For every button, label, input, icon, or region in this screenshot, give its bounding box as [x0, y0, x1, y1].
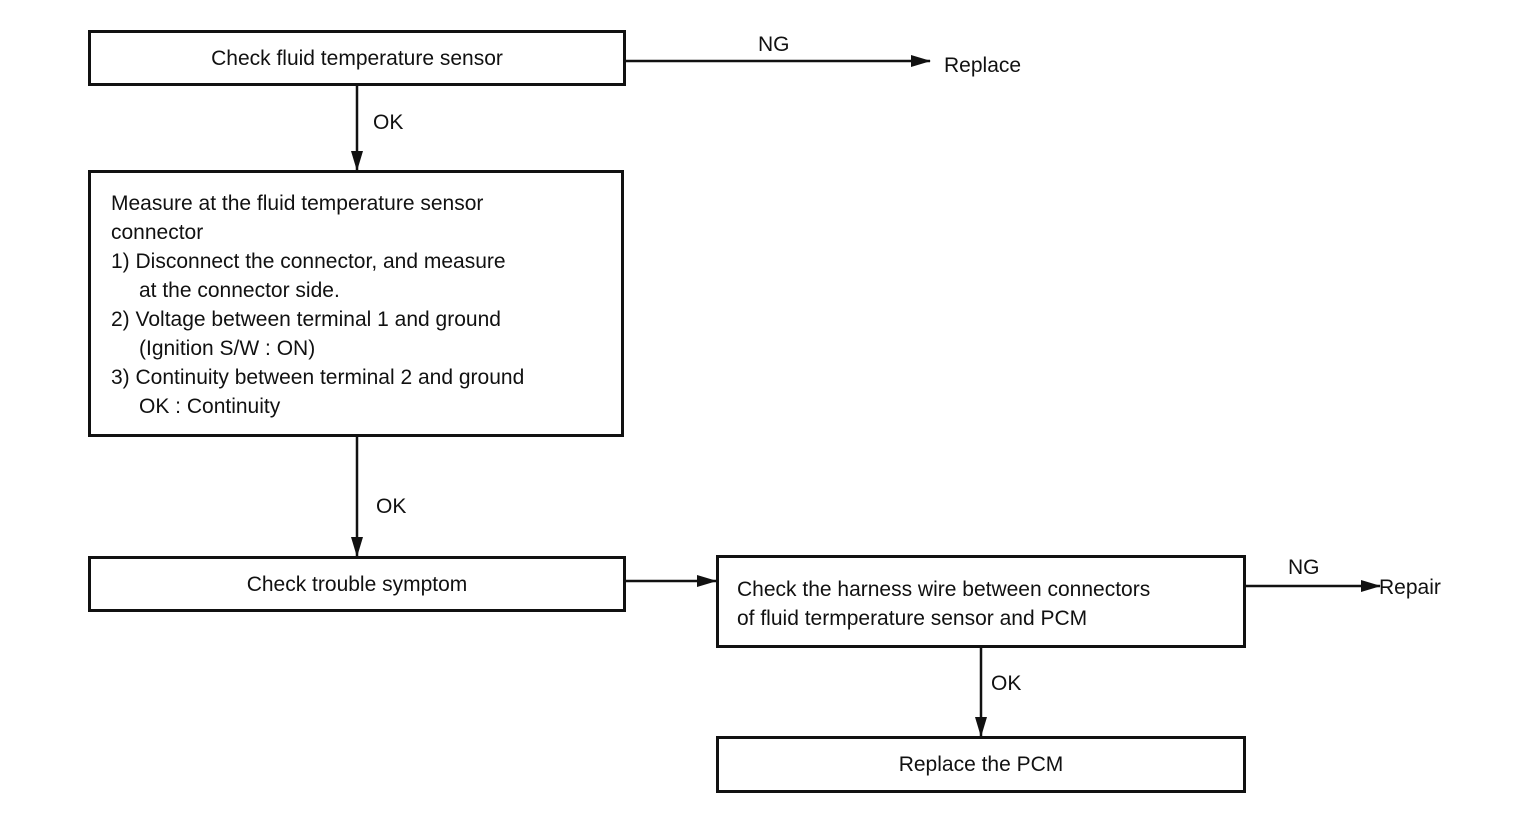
label-ok-harness: OK [991, 672, 1022, 695]
measure-line-6: (Ignition S/W : ON) [139, 337, 316, 360]
box-replace-the-pcm: Replace the PCM [716, 736, 1246, 793]
harness-line-1: Check the harness wire between connector… [737, 578, 1151, 601]
measure-line-8: OK : Continuity [139, 395, 281, 418]
label-ok-measure: OK [376, 495, 407, 518]
box-check-harness-wire: Check the harness wire between connector… [716, 555, 1246, 648]
box-check-fluid-temperature-sensor-text: Check fluid temperature sensor [211, 46, 503, 70]
label-ng-sensor: NG [758, 33, 790, 56]
box-measure-sensor-connector: Measure at the fluid temperature sensor … [88, 170, 624, 437]
measure-line-2: connector [111, 221, 204, 244]
harness-line-2: of fluid termperature sensor and PCM [737, 607, 1088, 630]
measure-line-7: 3) Continuity between terminal 2 and gro… [111, 366, 525, 389]
box-replace-the-pcm-text: Replace the PCM [898, 753, 1064, 776]
label-replace: Replace [944, 54, 1022, 77]
measure-line-5: 2) Voltage between terminal 1 and ground [111, 308, 501, 331]
measure-line-3: 1) Disconnect the connector, and measure [111, 250, 506, 273]
label-ok-sensor: OK [373, 111, 404, 134]
label-ng-harness: NG [1288, 556, 1320, 579]
measure-line-1: Measure at the fluid temperature sensor [111, 192, 484, 215]
box-check-trouble-symptom-text: Check trouble symptom [246, 572, 468, 596]
measure-line-4: at the connector side. [139, 279, 340, 302]
label-repair: Repair [1379, 576, 1441, 599]
box-check-fluid-temperature-sensor: Check fluid temperature sensor [88, 30, 626, 86]
box-check-trouble-symptom: Check trouble symptom [88, 556, 626, 612]
